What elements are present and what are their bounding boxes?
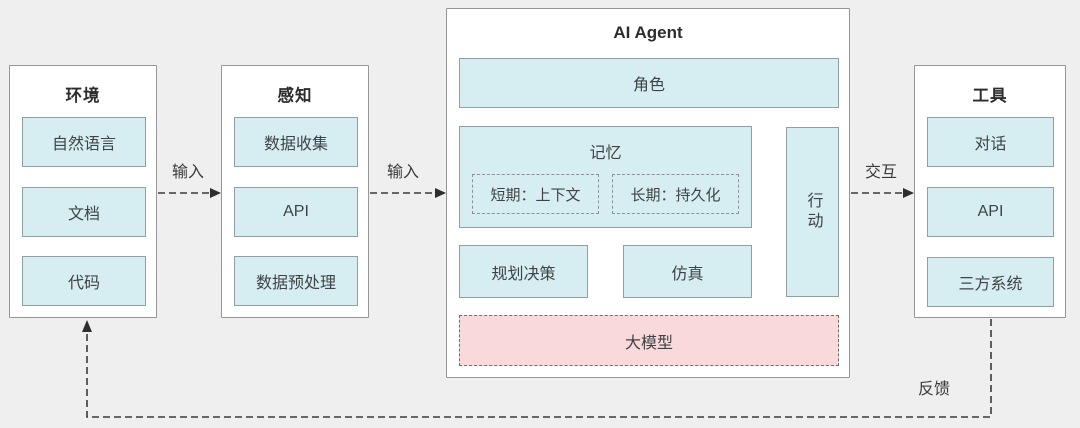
node-dialogue: 对话 bbox=[927, 117, 1054, 167]
node-api: API bbox=[234, 187, 358, 237]
node-code: 代码 bbox=[22, 256, 146, 306]
node-large-model: 大模型 bbox=[459, 315, 839, 366]
perception-box: 感知 数据收集 API 数据预处理 bbox=[221, 65, 369, 318]
arrow-input-1-head bbox=[210, 188, 221, 198]
node-tools-api: API bbox=[927, 187, 1054, 237]
edge-label-interact: 交互 bbox=[864, 164, 897, 181]
node-data-collection: 数据收集 bbox=[234, 117, 358, 167]
arrow-interact-head bbox=[903, 188, 914, 198]
environment-box: 环境 自然语言 文档 代码 bbox=[9, 65, 157, 318]
node-data-preprocessing: 数据预处理 bbox=[234, 256, 358, 306]
node-planning-decision: 规划决策 bbox=[459, 245, 588, 298]
edge-label-feedback: 反馈 bbox=[917, 381, 950, 398]
node-natural-language: 自然语言 bbox=[22, 117, 146, 167]
node-short-term-memory: 短期：上下文 bbox=[472, 174, 599, 214]
node-action: 行动 bbox=[786, 127, 839, 297]
arrow-feedback-head bbox=[82, 320, 92, 332]
edge-label-input-2: 输入 bbox=[386, 164, 419, 181]
arrow-input-2-head bbox=[435, 188, 446, 198]
perception-title: 感知 bbox=[277, 87, 313, 105]
ai-agent-title: AI Agent bbox=[613, 23, 683, 42]
tools-box: 工具 对话 API 三方系统 bbox=[914, 65, 1066, 318]
node-simulation: 仿真 bbox=[623, 245, 752, 298]
memory-title: 记忆 bbox=[589, 145, 622, 162]
node-role: 角色 bbox=[459, 58, 839, 108]
node-memory: 记忆 bbox=[459, 126, 752, 228]
tools-title: 工具 bbox=[972, 87, 1008, 105]
node-long-term-memory: 长期：持久化 bbox=[612, 174, 739, 214]
node-third-party-system: 三方系统 bbox=[927, 257, 1054, 307]
ai-agent-box: AI Agent 角色 记忆 短期：上下文 长期：持久化 行动 规划决策 仿真 … bbox=[446, 8, 850, 378]
node-documents: 文档 bbox=[22, 187, 146, 237]
edge-label-input-1: 输入 bbox=[171, 164, 204, 181]
environment-title: 环境 bbox=[65, 87, 101, 105]
action-label: 行动 bbox=[804, 192, 822, 232]
